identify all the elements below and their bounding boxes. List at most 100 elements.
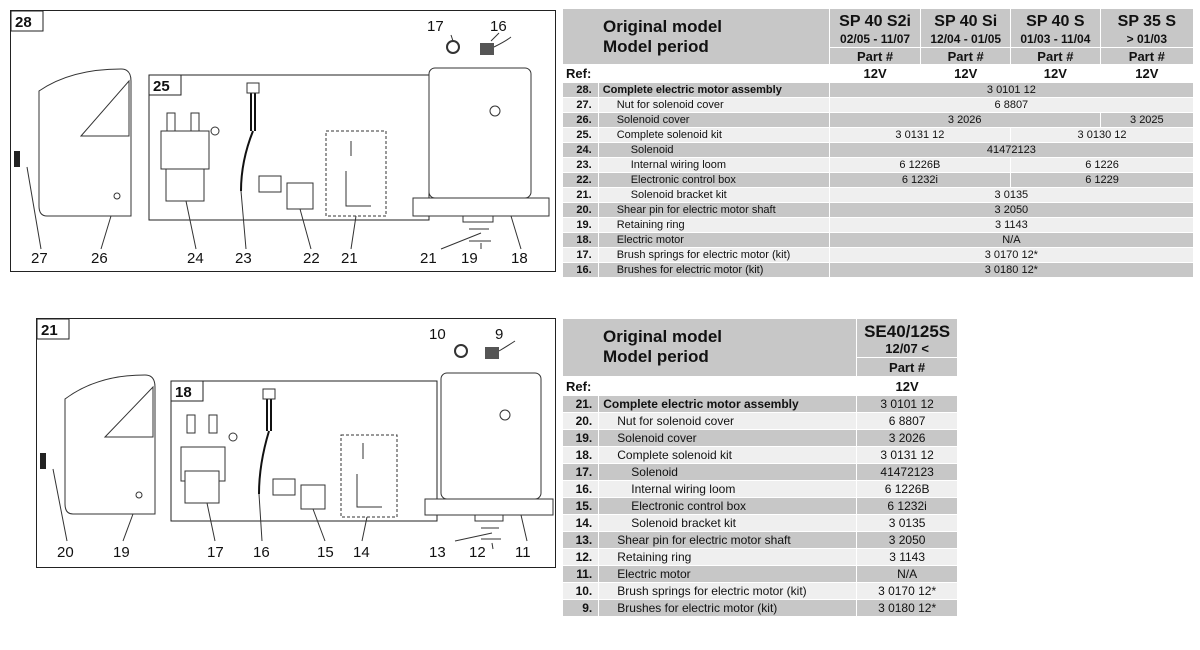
part-number-label: Part #: [920, 47, 1012, 65]
ref-number: 28.: [562, 82, 599, 98]
part-number-label: Part #: [828, 47, 922, 65]
model-period: 12/04 - 01/05: [930, 32, 1002, 46]
model-name: SP 40 S: [1026, 13, 1085, 30]
callout: 27: [31, 250, 48, 267]
diagram-box-label: 21: [41, 322, 58, 339]
part-description: Internal wiring loom: [597, 157, 830, 173]
callout: 17: [427, 18, 444, 35]
ref-number: 11.: [561, 565, 600, 583]
part-description: Internal wiring loom: [598, 480, 858, 498]
callout: 11: [515, 544, 531, 561]
ref-number: 12.: [561, 548, 600, 566]
part-description: Shear pin for electric motor shaft: [598, 531, 858, 549]
part-number-value: 41472123: [828, 142, 1195, 158]
table-row: 9.Brushes for electric motor (kit)3 0180…: [561, 599, 958, 617]
ref-number: 22.: [562, 172, 599, 188]
model-name: SP 40 S2i: [839, 13, 911, 30]
part-description: Retaining ring: [597, 217, 830, 233]
ref-number: 16.: [562, 262, 599, 278]
part-description: Brushes for electric motor (kit): [597, 262, 830, 278]
part-description: Brush springs for electric motor (kit): [597, 247, 830, 263]
part-description: Shear pin for electric motor shaft: [597, 202, 830, 218]
callout: 16: [490, 18, 507, 35]
diagram-box-label: 28: [15, 14, 32, 31]
ref-number: 9.: [561, 599, 600, 617]
part-description: Electric motor: [597, 232, 830, 248]
model-name: SP 35 S: [1117, 13, 1177, 30]
part-description: Solenoid bracket kit: [598, 514, 858, 532]
part-number-value: 3 0180 12*: [828, 262, 1195, 278]
part-number-value: 3 2050: [856, 531, 958, 549]
part-number-label: Part #: [1010, 47, 1101, 65]
part-number-value: 6 1232i: [828, 172, 1012, 188]
callout: 18: [511, 250, 528, 267]
ref-number: 20.: [561, 412, 600, 430]
part-description: Solenoid bracket kit: [597, 187, 830, 203]
callout: 15: [317, 544, 334, 561]
ref-number: 20.: [562, 202, 599, 218]
part-number-value: 3 0101 12: [856, 395, 958, 413]
ref-number: 19.: [561, 429, 600, 447]
part-number-value: 3 0170 12*: [856, 582, 958, 600]
model-period: 01/03 - 11/04: [1020, 32, 1091, 46]
voltage-label: 12V: [1010, 64, 1101, 83]
exploded-diagram-1-drawing: 28 25 1: [11, 11, 550, 267]
ref-number: 15.: [561, 497, 600, 515]
callout: 20: [57, 544, 74, 561]
voltage-label: 12V: [856, 376, 958, 396]
ref-number: 21.: [562, 187, 599, 203]
table-row: 17.Brush springs for electric motor (kit…: [562, 247, 1195, 263]
inset-box-label: 25: [153, 78, 170, 95]
part-number-value: 3 0131 12: [828, 127, 1012, 143]
part-description: Brushes for electric motor (kit): [598, 599, 858, 617]
part-description: Electric motor: [598, 565, 858, 583]
cover-nut-shape: [40, 453, 46, 469]
ref-number: 18.: [562, 232, 599, 248]
ref-number: 24.: [562, 142, 599, 158]
part-description: Solenoid: [597, 142, 830, 158]
model-name: SE40/125S: [864, 322, 951, 341]
part-description: Complete solenoid kit: [597, 127, 830, 143]
callout: 13: [429, 544, 446, 561]
model-column-header: SP 40 Si 12/04 - 01/05: [920, 8, 1012, 48]
callout: 16: [253, 544, 270, 561]
part-number-value: 6 1226B: [828, 157, 1012, 173]
callout: 14: [353, 544, 370, 561]
ref-number: 19.: [562, 217, 599, 233]
callout: 24: [187, 250, 204, 267]
model-period: > 01/03: [1126, 32, 1168, 46]
ref-number: 14.: [561, 514, 600, 532]
cover-cutout-shape: [103, 385, 154, 438]
table-header-title: Original model Model period: [561, 318, 858, 377]
ref-number: 27.: [562, 97, 599, 113]
ref-label: Ref:: [561, 376, 858, 396]
exploded-diagram-2-drawing: 21 18 10 9 20 19 17 16 15 14: [37, 319, 554, 561]
callout: 10: [429, 326, 446, 343]
model-name: SP 40 Si: [934, 13, 998, 30]
table-row: 16.Brushes for electric motor (kit)3 018…: [562, 262, 1195, 278]
header-original-model: Original model: [603, 327, 723, 346]
part-description: Retaining ring: [598, 548, 858, 566]
cover-cutout-shape: [79, 79, 130, 137]
callout: 19: [113, 544, 130, 561]
part-number-value: N/A: [828, 232, 1195, 248]
part-number-value: 6 1226: [1010, 157, 1194, 173]
part-number-value: 3 2026: [856, 429, 958, 447]
part-number-value: 3 1143: [828, 217, 1195, 233]
callout: 23: [235, 250, 252, 267]
voltage-label: 12V: [828, 64, 922, 83]
